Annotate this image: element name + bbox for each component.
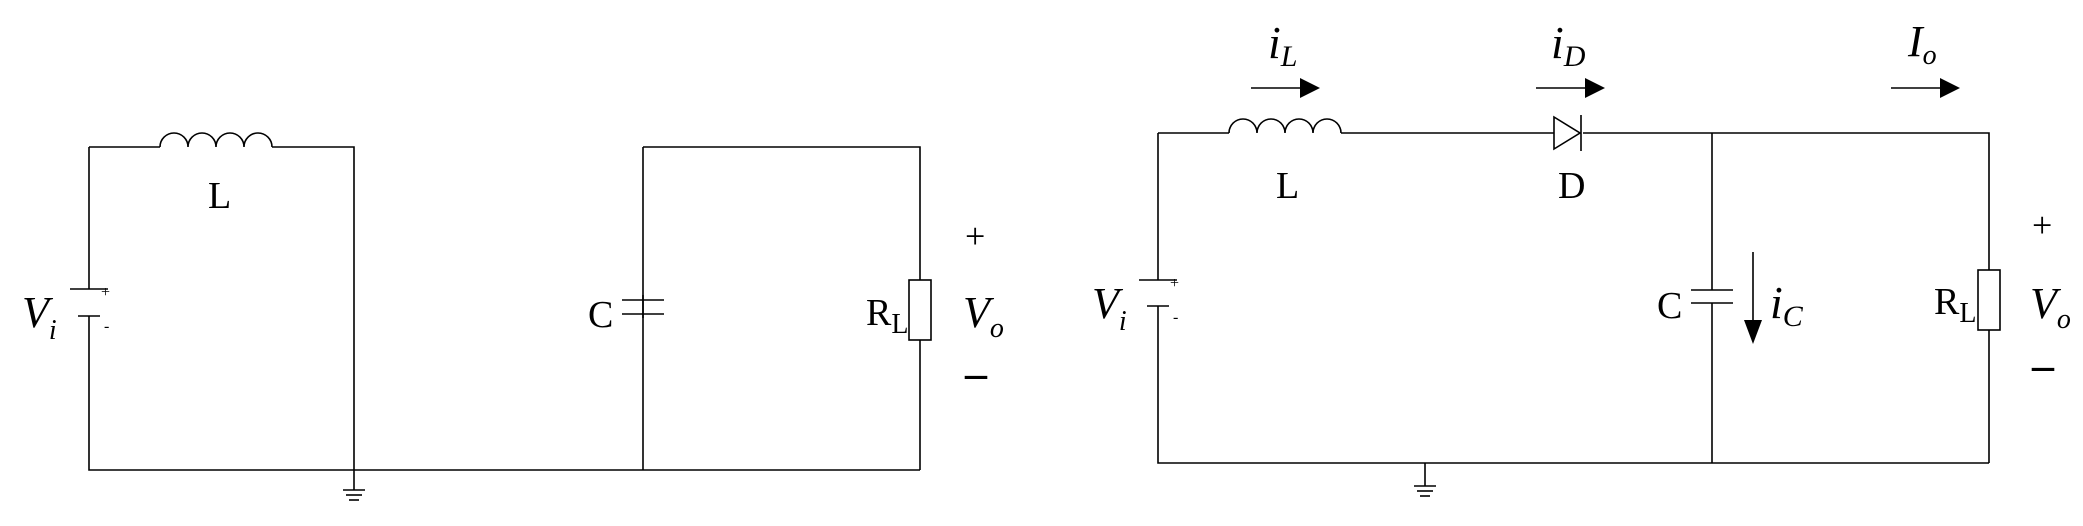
left-inductor-label: L <box>208 175 231 217</box>
right-inductor-symbol <box>1228 118 1342 134</box>
left-wires <box>88 146 921 471</box>
left-battery-symbol <box>70 288 108 317</box>
left-source-label: Vi <box>22 288 57 346</box>
left-ground-icon <box>343 470 365 501</box>
right-output-plus: + <box>2032 205 2052 245</box>
left-capacitor-symbol <box>622 299 664 315</box>
left-source-plus: + <box>101 284 110 301</box>
right-wires <box>1157 132 1990 464</box>
left-source-minus: - <box>104 318 109 335</box>
right-source-plus: + <box>1170 275 1179 292</box>
output-current-arrow <box>1891 78 1960 98</box>
left-inductor-symbol <box>159 132 273 148</box>
diode-current-arrow <box>1536 78 1605 98</box>
right-inductor-label: L <box>1276 165 1299 207</box>
left-resistor-label: RL <box>866 292 908 340</box>
left-output-plus: + <box>965 216 985 256</box>
right-circuit: iL iD Io iC Vi + - L D C RL + Vo – <box>1092 17 2071 497</box>
right-resistor-label: RL <box>1934 281 1976 329</box>
right-source-label: Vi <box>1092 279 1127 337</box>
left-output-label: Vo <box>963 288 1004 344</box>
diode-current-label: iD <box>1551 17 1586 73</box>
left-circuit: Vi + - L C RL + Vo – <box>22 132 1004 501</box>
right-resistor-symbol <box>1977 269 2001 331</box>
inductor-current-label: iL <box>1268 17 1297 73</box>
left-resistor-symbol <box>908 279 932 341</box>
capacitor-current-arrow <box>1744 252 1762 344</box>
output-current-label: Io <box>1907 17 1937 71</box>
right-output-label: Vo <box>2030 279 2071 335</box>
right-diode-label: D <box>1558 165 1585 207</box>
right-source-minus: - <box>1173 309 1178 326</box>
inductor-current-arrow <box>1251 78 1320 98</box>
right-output-minus: – <box>2031 341 2055 390</box>
right-capacitor-symbol <box>1691 289 1733 304</box>
right-battery-symbol <box>1139 279 1177 307</box>
left-output-minus: – <box>964 349 988 398</box>
right-diode-symbol <box>1553 115 1582 151</box>
right-capacitor-label: C <box>1657 285 1682 327</box>
capacitor-current-label: iC <box>1770 277 1804 333</box>
right-ground-icon <box>1414 463 1436 497</box>
left-capacitor-label: C <box>588 294 613 336</box>
